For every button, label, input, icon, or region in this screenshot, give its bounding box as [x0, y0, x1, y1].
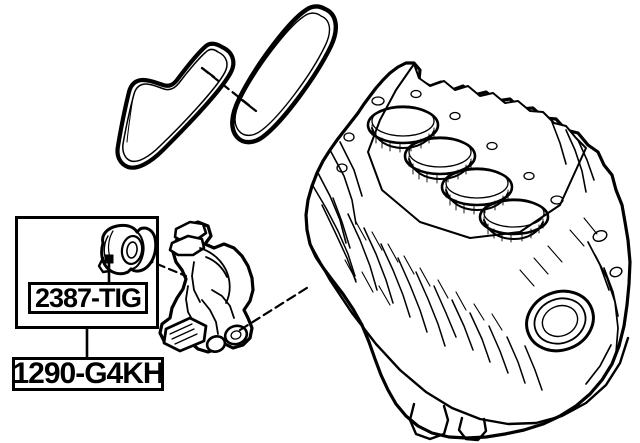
- part-number-label-bushing[interactable]: 2387-TIG: [28, 282, 148, 314]
- detail-callout-box: [15, 216, 159, 329]
- part-number-label-assembly[interactable]: 1290-G4KH: [12, 357, 165, 391]
- cylinder-bore: [366, 105, 440, 153]
- leader-belt-tick-left: [200, 66, 216, 79]
- cylinder-bore: [478, 198, 550, 243]
- part-number-text: 2387-TIG: [34, 282, 142, 313]
- engine-cylinder-block-icon: [304, 61, 632, 442]
- engine-mount-bushing-icon: [97, 223, 158, 276]
- drive-belt-oval-icon: [230, 4, 338, 145]
- leader-terminator-square: [104, 254, 114, 264]
- part-number-text: 1290-G4KH: [12, 357, 164, 390]
- drive-belt-serpentine-icon: [115, 41, 236, 170]
- leader-bracket-to-block: [238, 284, 312, 332]
- front-cover-bore: [525, 289, 595, 353]
- engine-mount-bracket-icon: [158, 220, 255, 354]
- leader-belt-tick-right: [236, 95, 258, 113]
